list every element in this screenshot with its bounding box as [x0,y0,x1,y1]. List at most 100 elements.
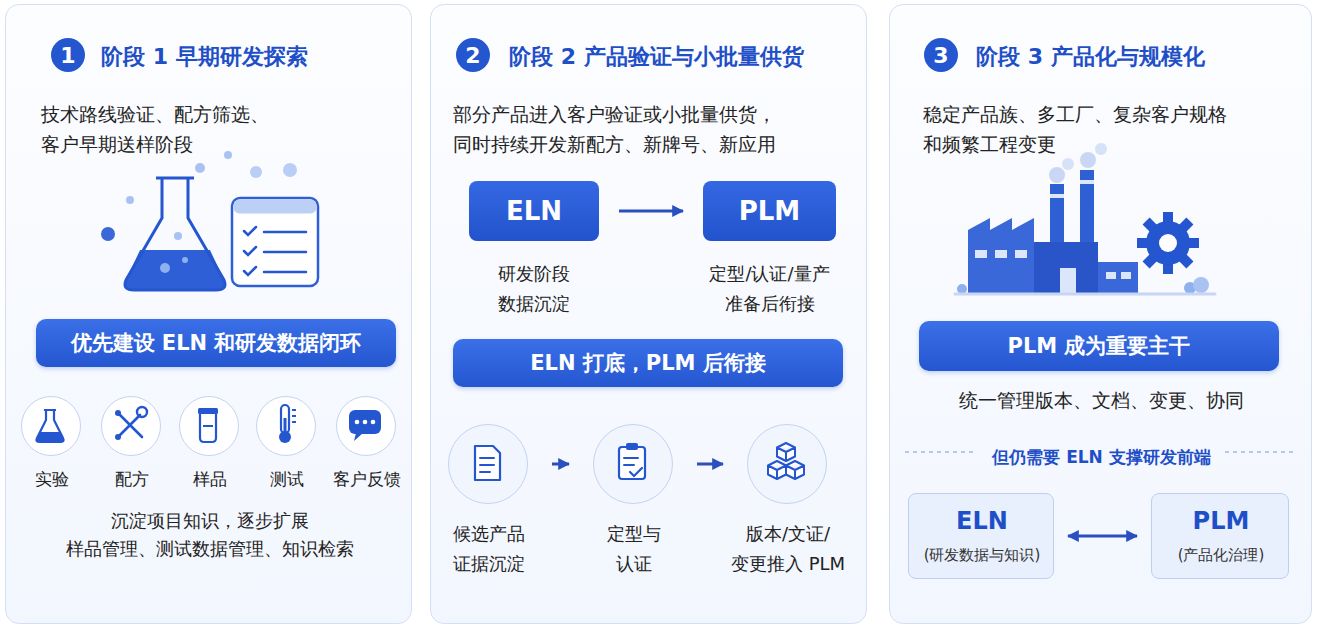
lab-icons [137,407,147,417]
dashed-divider [905,451,1295,453]
lab-icons [198,408,218,414]
step-circle: 定型与 认证 [593,424,673,504]
factory-illustration [1060,268,1076,293]
factory-illustration [1159,234,1177,252]
stage-panel: 阶段 1 早期研发探索技术路线验证、配方筛选、客户早期送样阶段沉淀项目知识，逐步… [5,4,412,624]
factory-illustration [1106,272,1116,279]
factory-illustration [1050,194,1064,198]
flask-illustration [195,163,205,173]
step-icons [619,447,645,479]
lab-icons [200,414,216,442]
panel-body: 技术路线验证、配方筛选、客户早期送样阶段 [41,99,281,159]
system-box: ELN (研发数据与知识) [908,493,1054,579]
lab-icons [203,425,213,427]
factory-illustration [1049,167,1065,183]
lab-icons [371,420,376,425]
panel-note: 沉淀项目知识，逐步扩展 样品管理、测试数据管理、知识检索 [65,507,355,563]
lab-icons [281,405,289,433]
lab-icons [36,410,63,442]
factory-illustration [1193,277,1209,293]
checklist-illustration [232,198,318,286]
factory-illustration [1163,212,1173,226]
lab-icons [363,420,368,425]
box-label: PLM [703,181,836,241]
circle-caption: 定型与 认证 [607,519,662,579]
icon-label: 客户反馈 [307,467,427,491]
flow-arrow [697,463,723,466]
factory-illustration [1080,180,1094,184]
icon-circle: 客户反馈 [336,396,396,456]
panel-title: 阶段 3 产品化与规模化 [976,39,1296,75]
flask-illustration [182,257,188,263]
stage-panel: 阶段 2 产品验证与小批量供货部分产品进入客户验证或小批量供货，同时持续开发新配… [430,4,867,624]
panel-title: 阶段 1 早期研发探索 [101,39,401,75]
factory-illustration [968,218,1034,293]
checklist-illustration [264,232,306,272]
factory-illustration [1176,251,1193,268]
factory-illustration [1015,250,1027,258]
step-circle: 版本/文证/ 变更推入 PLM [747,424,827,504]
box-label: PLM [1152,506,1290,536]
lab-icons [292,410,296,422]
lab-icons [279,431,291,443]
flow-arrow [1068,535,1137,538]
icon-circle: 实验 [21,396,81,456]
lab-icons [354,433,363,441]
box-label: ELN [909,506,1055,536]
factory-illustration [955,293,1215,296]
icon-label: 测试 [227,467,347,491]
factory-illustration [1143,251,1160,268]
flask-illustration [250,166,262,178]
flow-arrow [619,210,683,213]
step-icons [630,468,642,476]
key-banner: PLM 成为重要主干 [919,321,1279,371]
factory-illustration [1034,242,1098,293]
step-number: 3 [924,38,958,72]
factory-illustration [1062,158,1074,170]
step-icons [624,458,638,465]
box-subtitle: (研发数据与知识) [909,544,1055,566]
factory-illustration [1163,260,1173,274]
lab-icons [284,418,287,437]
lab-icons [115,434,121,440]
stage-panel: 阶段 3 产品化与规模化稳定产品族、多工厂、复杂客户规格和频繁工程变更统一管理版… [889,4,1312,624]
step-icons [475,446,500,480]
factory-illustration [995,250,1007,258]
step-icons [768,461,786,479]
lab-icons [118,413,142,437]
step-number: 2 [456,38,490,72]
factory-illustration [1080,170,1094,244]
step-number-text: 3 [924,38,958,72]
circle-caption: 候选产品 证据沉淀 [452,519,526,579]
factory-illustration [1050,184,1064,244]
factory-illustration [1185,238,1199,248]
icon-circle: 配方 [101,396,161,456]
system-box: PLM(产品化治理) [1151,493,1289,579]
factory-illustration [975,250,987,258]
banner-text: ELN 打底，PLM 后衔接 [453,339,843,387]
flask-illustration [174,232,182,240]
box-caption: 定型/认证/量产 准备后衔接 [709,259,831,319]
key-banner: ELN 打底，PLM 后衔接 [453,339,843,387]
panel-body: 部分产品进入客户验证或小批量供货，同时持续开发新配方、新牌号、新应用 [453,99,788,159]
step-number-text: 1 [51,38,85,72]
icon-label: 样品 [150,467,270,491]
lab-icons [115,410,121,416]
lab-icons [355,420,360,425]
flask-illustration [224,151,232,159]
checklist-illustration [244,227,256,275]
flask-illustration [126,196,134,204]
banner-text: PLM 成为重要主干 [919,321,1279,371]
step-icons [777,443,795,461]
box-caption: 研发阶段 数据沉淀 [497,259,571,319]
factory-illustration [1184,282,1196,294]
lab-icons [36,405,381,443]
flask-illustration [125,178,225,290]
icon-label: 配方 [72,467,192,491]
icon-label: 实验 [0,467,112,491]
factory-illustration [1095,143,1107,155]
factory-illustration [1176,218,1193,235]
icon-circle: 测试 [256,396,316,456]
icon-circle: 样品 [179,396,239,456]
